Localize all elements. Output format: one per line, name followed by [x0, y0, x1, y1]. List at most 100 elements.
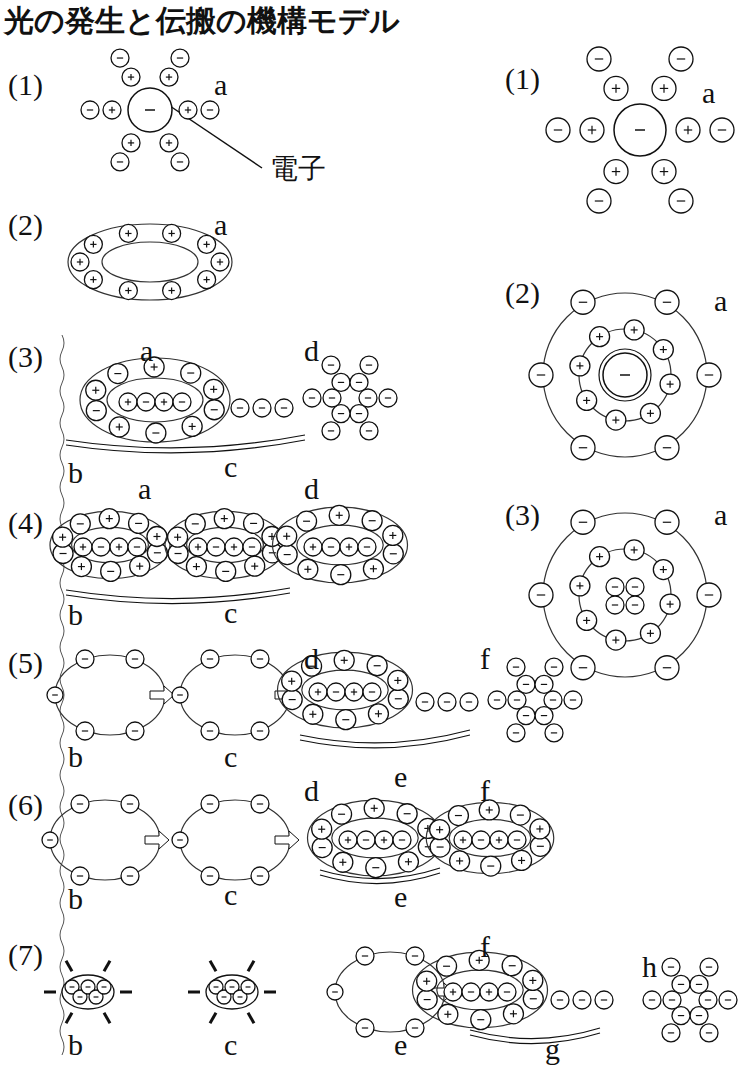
charge-circle — [416, 693, 434, 711]
step-number: (1) — [6, 70, 45, 100]
charge-circle — [430, 820, 450, 840]
charge-sign — [348, 544, 349, 550]
charge-sign — [177, 161, 183, 162]
charge-sign — [257, 658, 263, 659]
part-label: c — [222, 1030, 239, 1060]
charge-circle — [303, 704, 323, 724]
charge-sign — [541, 715, 547, 716]
charge-sign — [127, 399, 128, 405]
arrow-symbol — [210, 961, 216, 971]
charge-circle — [383, 544, 403, 564]
charge-sign — [192, 523, 199, 524]
charge-circle — [672, 1007, 690, 1025]
charge-circle — [546, 118, 570, 142]
charge-circle — [577, 610, 597, 630]
charge-sign — [81, 563, 82, 570]
part-label: a — [212, 70, 229, 100]
charge-circle — [545, 724, 563, 742]
charge-circle — [304, 538, 322, 556]
charge-circle — [163, 224, 181, 242]
charge-circle — [719, 991, 737, 1009]
charge-circle — [84, 271, 102, 289]
charge-sign — [383, 837, 384, 843]
part-label: e — [392, 882, 409, 912]
part-label: d — [302, 474, 321, 504]
arrow-symbol — [275, 831, 299, 849]
charge-sign — [615, 417, 616, 424]
charge-sign — [317, 689, 318, 695]
charge-circle — [663, 991, 681, 1009]
charge-circle — [437, 956, 457, 976]
charge-circle — [507, 658, 525, 676]
charge-sign — [98, 546, 104, 547]
charge-sign — [332, 991, 338, 992]
charge-sign — [254, 563, 255, 570]
charge-sign — [579, 667, 587, 668]
charge-sign — [514, 699, 520, 700]
charge-circle — [109, 417, 129, 437]
charge-circle — [481, 856, 501, 876]
charge-circle — [545, 658, 563, 676]
charge-circle — [201, 101, 219, 119]
charge-sign — [78, 996, 83, 997]
arrow-symbol — [248, 961, 254, 971]
charge-sign — [95, 387, 96, 394]
charge-sign — [353, 689, 354, 695]
charge-sign — [139, 563, 140, 570]
charge-sign — [509, 965, 516, 966]
orbit-ellipse — [107, 378, 203, 422]
charge-sign — [444, 701, 450, 702]
charge-circle — [179, 101, 197, 119]
charge-circle — [498, 983, 516, 1001]
charge-sign — [328, 430, 334, 431]
charge-circle — [275, 399, 293, 417]
orbit-ellipse — [55, 655, 165, 735]
part-label: d — [302, 644, 321, 674]
light-tube — [320, 868, 440, 879]
part-label: b — [66, 1030, 85, 1060]
charge-sign — [237, 407, 243, 408]
charge-circle — [277, 545, 297, 565]
charge-sign — [663, 447, 671, 448]
charge-sign — [154, 552, 161, 553]
charge-sign — [369, 520, 376, 521]
charge-sign — [649, 999, 655, 1000]
charge-circle — [92, 538, 110, 556]
charge-circle — [207, 538, 225, 556]
charge-circle — [535, 675, 553, 693]
charge-circle — [168, 527, 188, 547]
charge-sign — [196, 563, 197, 570]
charge-circle — [322, 538, 340, 556]
charge-sign — [477, 1019, 484, 1020]
charge-sign — [514, 839, 520, 840]
charge-circle — [375, 831, 393, 849]
charge-circle — [388, 670, 408, 690]
charge-circle — [544, 691, 562, 709]
charge-circle — [298, 559, 318, 579]
charge-sign — [338, 382, 344, 383]
charge-sign — [93, 276, 94, 282]
charge-sign — [179, 401, 185, 402]
charge-circle — [245, 556, 265, 576]
charge-sign — [366, 430, 372, 431]
step-number: (6) — [6, 790, 45, 820]
charge-sign — [342, 859, 343, 866]
charge-sign — [109, 515, 110, 522]
charge-sign — [551, 666, 557, 667]
charge-sign — [213, 386, 214, 393]
charge-sign — [579, 999, 585, 1000]
charge-sign — [517, 814, 524, 815]
charge-circle — [312, 838, 332, 858]
charge-sign — [118, 544, 119, 550]
charge-sign — [513, 732, 519, 733]
charge-sign — [303, 521, 310, 522]
charge-circle — [71, 253, 89, 271]
charge-circle — [282, 671, 302, 691]
charge-circle — [81, 101, 99, 119]
charge-sign — [177, 694, 183, 695]
part-label: d — [302, 336, 321, 366]
charge-sign — [426, 978, 427, 985]
charge-sign — [143, 401, 149, 402]
charge-sign — [132, 730, 138, 731]
electron-circle — [603, 353, 647, 397]
